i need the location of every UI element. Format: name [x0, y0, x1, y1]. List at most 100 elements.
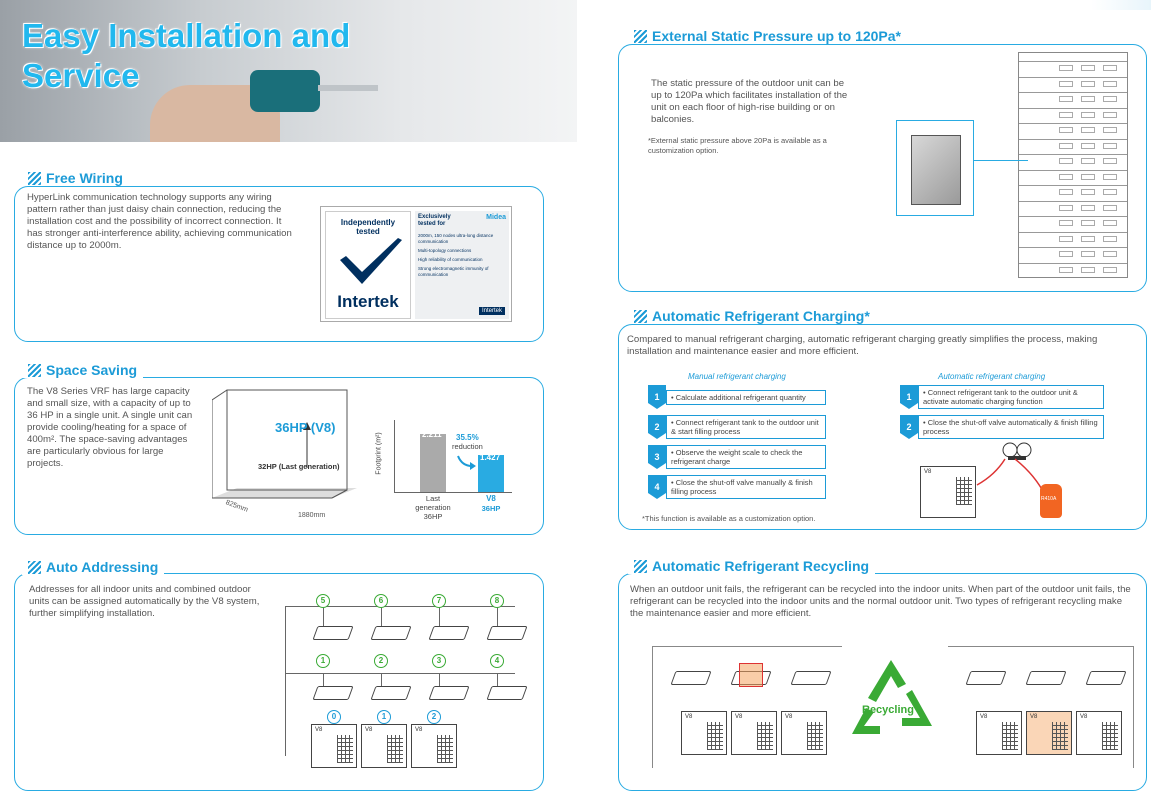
indoor-unit — [1025, 671, 1067, 685]
down-arrow-icon — [457, 455, 476, 470]
indoor-unit — [428, 686, 470, 700]
width-dimension: 1880mm — [298, 512, 326, 519]
recycling-label: Recycling — [862, 704, 914, 716]
bar-last-generation — [420, 434, 446, 492]
building-floor — [1019, 123, 1127, 124]
wire — [323, 673, 324, 693]
window — [1059, 96, 1073, 102]
wire — [381, 673, 382, 693]
wire — [439, 606, 440, 626]
intertek-certificate: Independently tested Intertek Exclusivel… — [320, 206, 512, 322]
recycling-icon — [852, 660, 932, 734]
last-gen-label: 32HP (Last generation) — [258, 462, 340, 471]
unit-label: V8 — [315, 727, 323, 733]
space-saving-title-text: Space Saving — [46, 362, 138, 378]
tank-label: R410A — [1041, 496, 1057, 502]
building-floor — [1019, 61, 1127, 62]
window — [1081, 220, 1095, 226]
bar-v8 — [478, 454, 504, 492]
window — [1059, 142, 1073, 149]
refrigerant-charging-title-text: Automatic Refrigerant Charging* — [652, 308, 870, 324]
address-pin: 5 — [316, 594, 330, 608]
static-pressure-note: *External static pressure above 20Pa is … — [648, 136, 827, 155]
indoor-unit — [370, 686, 412, 700]
chart-ylabel: Footprint (m²) — [375, 432, 383, 475]
callout-line — [974, 160, 1028, 161]
cert-foot-logo: Intertek — [478, 307, 505, 315]
outdoor-unit: V8 — [1026, 711, 1072, 755]
unit-label: V8 — [1030, 714, 1038, 720]
window — [1103, 111, 1117, 118]
free-wiring-title: Free Wiring — [22, 170, 129, 186]
v8-label: 36HP (V8) — [275, 420, 336, 435]
window — [1103, 266, 1117, 273]
window — [1103, 173, 1117, 180]
static-pressure-title-text: External Static Pressure up to 120Pa* — [652, 28, 901, 44]
refrigerant-charging-intro: Compared to manual refrigerant charging,… — [627, 334, 1098, 357]
window — [1103, 80, 1117, 87]
title-line-1: Easy Installation and — [22, 17, 351, 54]
space-box-diagram — [212, 389, 357, 499]
hatch-icon — [634, 309, 647, 323]
window — [1081, 251, 1095, 257]
window — [1059, 220, 1073, 226]
wire — [497, 673, 498, 693]
static-pressure-title: External Static Pressure up to 120Pa* — [628, 28, 907, 44]
page-edge-decor — [1091, 0, 1151, 10]
address-pin: 7 — [432, 594, 446, 608]
building-floor — [1019, 138, 1127, 140]
charging-note: *This function is available as a customi… — [642, 514, 816, 523]
x-axis — [394, 492, 512, 493]
bus-vertical — [285, 606, 286, 756]
address-pin: 1 — [377, 710, 391, 724]
hatch-icon — [28, 560, 41, 574]
building-floor — [1019, 154, 1127, 155]
step-text: • Observe the weight scale to check the … — [666, 445, 826, 469]
manual-charging-title: Manual refrigerant charging — [688, 372, 786, 381]
hatch-icon — [28, 171, 41, 185]
auto-addressing-title: Auto Addressing — [22, 559, 165, 575]
window — [1103, 142, 1117, 149]
unit-grill — [1102, 722, 1118, 750]
wire — [323, 606, 324, 626]
building-floor — [1019, 185, 1127, 186]
charging-step: 2• Connect refrigerant tank to the outdo… — [648, 415, 826, 439]
building-diagram — [1018, 52, 1128, 278]
step-number: 4 — [648, 475, 666, 499]
hatch-icon — [634, 559, 647, 573]
address-pin: 3 — [432, 654, 446, 668]
drill-bit-image — [318, 85, 378, 91]
drill-image — [250, 70, 320, 112]
hatch-icon — [634, 29, 647, 43]
step-number: 2 — [648, 415, 666, 439]
indoor-unit — [428, 626, 470, 640]
page-title: Easy Installation and Service — [22, 16, 350, 96]
building-floor — [1019, 169, 1127, 171]
unit-grill — [956, 477, 972, 505]
window — [1059, 80, 1073, 87]
bar-last-value: 2.211 — [422, 430, 442, 439]
window — [1081, 142, 1095, 149]
address-pin: 6 — [374, 594, 388, 608]
unit-label: V8 — [785, 714, 793, 720]
cert-item: Multi-topology connections — [418, 248, 472, 253]
unit-grill — [387, 735, 403, 763]
window — [1103, 127, 1117, 133]
window — [1081, 111, 1095, 118]
refrigerant-charging-title: Automatic Refrigerant Charging* — [628, 308, 876, 324]
indoor-unit — [790, 671, 832, 685]
space-saving-title: Space Saving — [22, 362, 144, 378]
wire — [497, 606, 498, 626]
window — [1059, 111, 1073, 118]
free-wiring-text: HyperLink communication technology suppo… — [27, 192, 292, 251]
window — [1081, 235, 1095, 242]
checkmark-icon — [340, 238, 402, 284]
window — [1081, 204, 1095, 211]
charging-step: 1• Connect refrigerant tank to the outdo… — [900, 385, 1104, 409]
unit-grill — [1052, 722, 1068, 750]
window — [1103, 220, 1117, 226]
window — [1059, 204, 1073, 211]
outdoor-unit: V8 — [781, 711, 827, 755]
